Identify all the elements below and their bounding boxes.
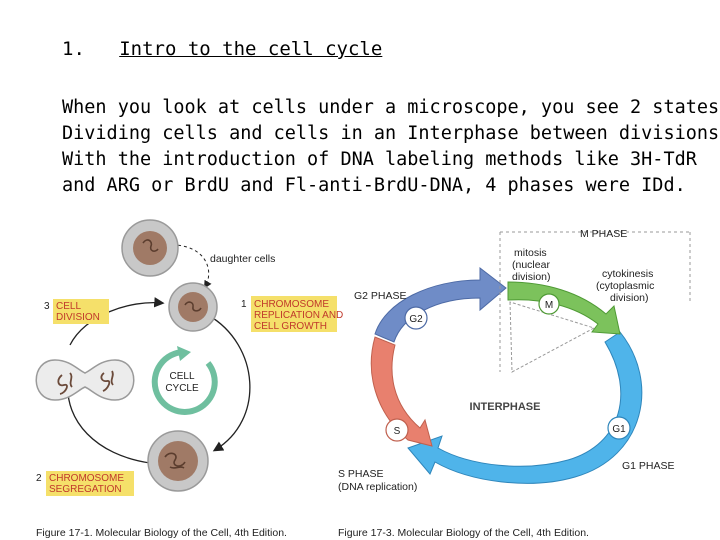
figure-17-1-caption: Figure 17-1. Molecular Biology of the Ce… xyxy=(36,527,287,539)
m-phase-bracket xyxy=(499,231,691,372)
daughter-cell xyxy=(121,219,179,277)
step-3-number: 3 xyxy=(44,301,50,312)
segregating-cell xyxy=(147,430,209,492)
figure-17-1: CELL CYCLE daughter cells 1 CHROMOSOME R… xyxy=(35,219,343,496)
step-3-label: 3 CELL DIVISION xyxy=(44,299,109,324)
cycle-arrow-right xyxy=(207,314,251,452)
cytokinesis-wedge xyxy=(509,301,596,373)
m-bubble: M xyxy=(538,293,560,315)
center-label-line: CYCLE xyxy=(165,383,199,394)
g1-phase-label: G1 PHASE xyxy=(622,460,675,472)
s-bubble-label: S xyxy=(394,426,401,437)
heading-number: 1. xyxy=(62,38,85,60)
paragraph-line: With the introduction of DNA labeling me… xyxy=(62,149,697,170)
interphase-label: INTERPHASE xyxy=(470,401,541,413)
step-2-number: 2 xyxy=(36,473,42,484)
step-3-line: CELL xyxy=(56,301,81,312)
m-arc xyxy=(507,281,621,335)
g2-arc xyxy=(374,266,507,343)
step-1-number: 1 xyxy=(241,299,247,310)
cycle-arrow-top-left xyxy=(69,297,165,346)
center-label-line: CELL xyxy=(169,371,194,382)
daughter-cells-label: daughter cells xyxy=(210,253,275,265)
m-bubble-label: M xyxy=(545,300,553,311)
cytokinesis-line: cytokinesis xyxy=(602,268,653,280)
m-phase-label: M PHASE xyxy=(580,228,627,240)
dividing-cell xyxy=(35,359,135,401)
g1-bubble-label: G1 xyxy=(612,424,626,435)
s-phase-label: S PHASE xyxy=(338,468,384,480)
mitosis-line: (nuclear xyxy=(512,259,550,271)
g2-bubble: G2 xyxy=(404,306,428,330)
paragraph-line: When you look at cells under a microscop… xyxy=(62,97,720,118)
cell-cycle-center: CELL CYCLE xyxy=(151,346,218,415)
step-1-line: REPLICATION AND xyxy=(254,310,343,321)
step-2-line: SEGREGATION xyxy=(49,484,122,495)
mitosis-line: mitosis xyxy=(514,247,547,259)
slide-heading: 1. Intro to the cell cycle xyxy=(62,38,382,60)
mitosis-line: division) xyxy=(512,271,551,283)
daughter-cells-arrow xyxy=(171,244,212,289)
growing-cell xyxy=(168,282,218,332)
heading-title: Intro to the cell cycle xyxy=(119,38,383,60)
g2-phase-label: G2 PHASE xyxy=(354,290,407,302)
g1-bubble: G1 xyxy=(607,416,631,440)
g2-bubble-label: G2 xyxy=(409,314,423,325)
s-arc xyxy=(370,336,433,447)
cytokinesis-line: (cytoplasmic xyxy=(596,280,654,292)
cytokinesis-line: division) xyxy=(610,292,649,304)
g1-arc xyxy=(407,331,643,484)
figure-17-3: M G2 S G1 M PHASE mitosis (nuclear divis… xyxy=(338,228,691,493)
step-1-line: CHROMOSOME xyxy=(254,299,329,310)
step-2-label: 2 CHROMOSOME SEGREGATION xyxy=(36,471,134,496)
paragraph-line: and ARG or BrdU and Fl-anti-BrdU-DNA, 4 … xyxy=(62,175,686,196)
figure-17-3-caption: Figure 17-3. Molecular Biology of the Ce… xyxy=(338,527,589,539)
paragraph-line: Dividing cells and cells in an Interphas… xyxy=(62,123,720,144)
step-3-line: DIVISION xyxy=(56,312,100,323)
intro-paragraph: When you look at cells under a microscop… xyxy=(62,95,720,199)
s-phase-note: (DNA replication) xyxy=(338,481,417,493)
step-2-line: CHROMOSOME xyxy=(49,473,124,484)
step-1-label: 1 CHROMOSOME REPLICATION AND CELL GROWTH xyxy=(241,296,343,332)
s-bubble: S xyxy=(385,418,409,442)
step-1-line: CELL GROWTH xyxy=(254,321,327,332)
